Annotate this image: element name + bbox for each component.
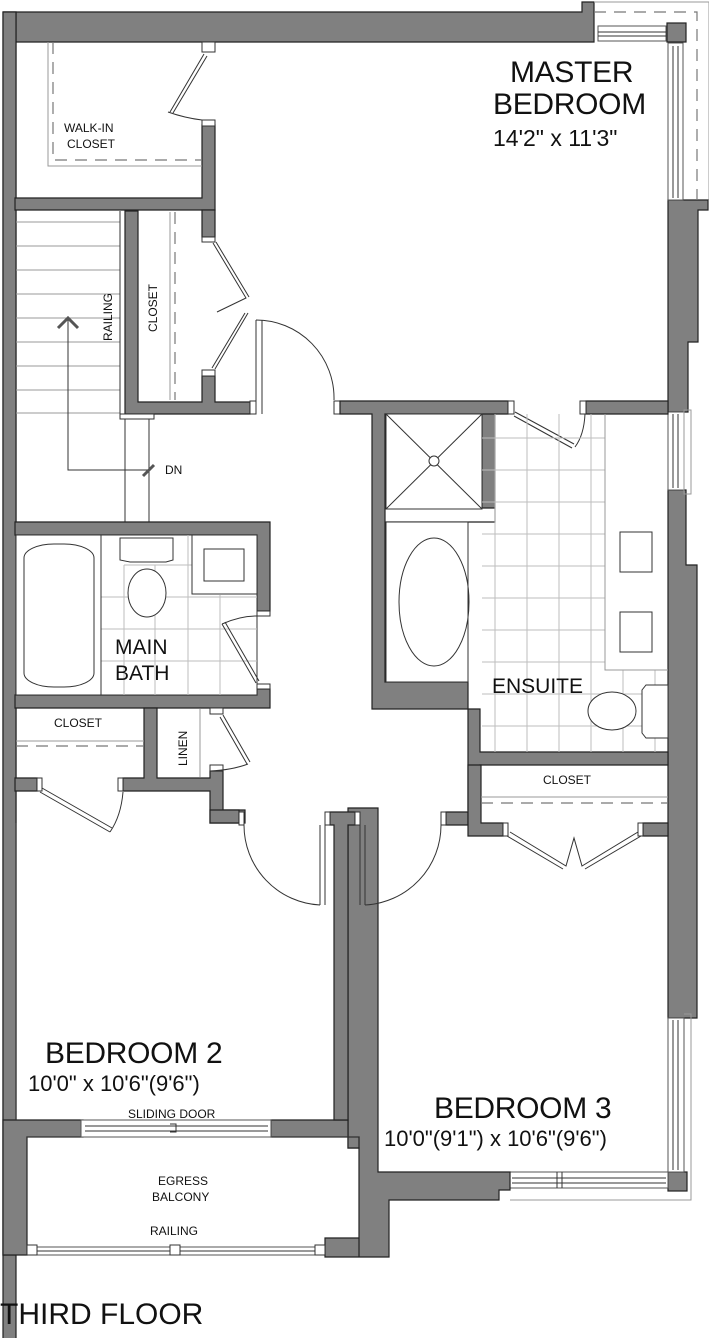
main-bath-tiles: [101, 535, 257, 695]
walk-in-closet-label: WALK-IN: [64, 121, 114, 135]
sink: [619, 611, 653, 653]
window: [509, 1171, 669, 1189]
master-bedroom-label-2: BEDROOM: [493, 88, 646, 121]
right-wall-master: [667, 199, 709, 413]
door: [221, 623, 257, 684]
bay-outline: [594, 1, 709, 200]
corner-post-master: [666, 22, 687, 43]
floor-title: THIRD FLOOR: [0, 1298, 204, 1331]
bathtub: [23, 543, 95, 688]
door-swing: [243, 824, 321, 906]
door: [39, 791, 111, 833]
bifold-door: [509, 831, 639, 867]
bedroom2-bottom-wall: [2, 1119, 84, 1256]
door: [514, 411, 575, 445]
balcony-label: EGRESS: [158, 1174, 209, 1188]
break-mark-icon: [141, 463, 156, 478]
main-bath-label: MAIN: [115, 636, 168, 659]
sink: [619, 531, 653, 573]
master-bedroom-dimensions: 14'2" x 11'3": [493, 125, 618, 151]
ensuite-floor-tiles: [482, 414, 668, 752]
bedroom3-bottom-wall: [324, 807, 511, 1258]
bedroom3-dimensions: 10'0"(9'1") x 10'6"(9'6"): [384, 1126, 607, 1151]
closet-walls: [124, 210, 251, 415]
drain-icon: [428, 455, 440, 467]
top-wall: [3, 1, 595, 43]
door-swing: [364, 824, 442, 906]
window: [667, 1017, 685, 1173]
sliding-door-label: SLIDING DOOR: [128, 1107, 216, 1121]
bathtub: [398, 537, 470, 667]
hall-closet-label: CLOSET: [146, 283, 160, 332]
right-wall-ensuite: [667, 489, 698, 1019]
bedroom2-label: BEDROOM 2: [45, 1037, 223, 1070]
arrow-up-icon: [56, 315, 80, 330]
stairs[interactable]: [16, 211, 156, 522]
walk-in-closet-label-2: CLOSET: [67, 137, 116, 151]
toilet: [587, 691, 637, 731]
door: [219, 716, 248, 765]
bedroom2-dimensions: 10'0" x 10'6"(9'6"): [28, 1071, 200, 1096]
main-bath-label-2: BATH: [115, 662, 170, 685]
toilet-tank: [119, 537, 174, 563]
window: [597, 25, 667, 42]
sink: [203, 548, 245, 582]
window: [667, 411, 685, 491]
left-wall-body: [2, 11, 17, 1256]
door-swing: [255, 319, 335, 401]
bedroom3-closet-label: CLOSET: [543, 773, 592, 787]
door: [212, 242, 247, 313]
corner-post: [667, 1171, 688, 1192]
bedroom2-closet-label: CLOSET: [54, 716, 103, 730]
toilet: [127, 568, 167, 618]
bedroom3-label: BEDROOM 3: [434, 1092, 612, 1125]
linen-label: LINEN: [176, 730, 190, 766]
window: [667, 42, 684, 201]
bay-dash: [594, 11, 698, 200]
stairs-down-label: DN: [165, 463, 183, 477]
bedroom2-bottom-wall-right: [270, 1119, 360, 1149]
balcony-label-2: BALCONY: [152, 1190, 210, 1204]
master-bedroom-label: MASTER: [510, 56, 634, 89]
railing-label: RAILING: [101, 292, 115, 341]
balcony-railing-label: RAILING: [150, 1224, 199, 1238]
vanity: [604, 414, 668, 671]
door: [169, 53, 205, 113]
ensuite-label: ENSUITE: [492, 675, 584, 698]
stair-direction-line: [67, 318, 148, 471]
